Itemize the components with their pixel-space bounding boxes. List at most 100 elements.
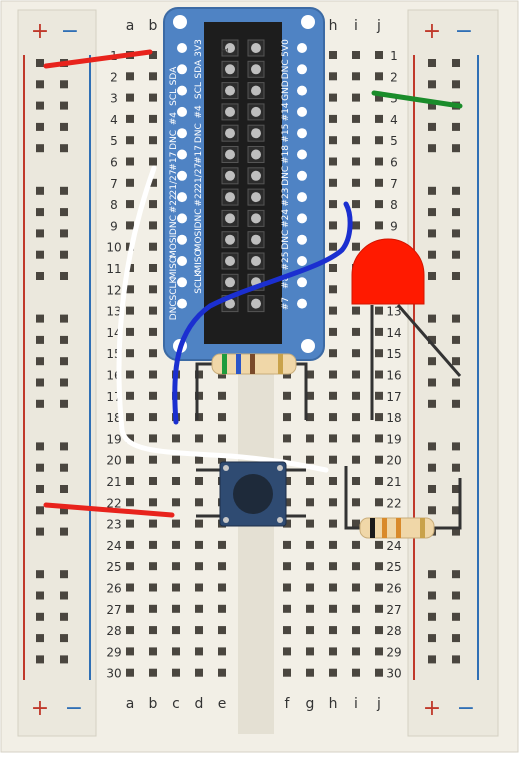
row-label-right: 29 — [386, 645, 401, 659]
cobbler-label-left: SCL — [169, 89, 179, 106]
green-wire — [371, 90, 463, 109]
header-pin — [225, 128, 235, 139]
breadboard-hole — [329, 413, 337, 422]
cobbler-label-inner-left: DNC — [194, 208, 204, 228]
breadboard-hole — [329, 626, 337, 635]
breadboard-hole — [126, 72, 134, 81]
cobbler-label-inner-left: SCL — [194, 82, 204, 99]
row-label-right: 30 — [386, 667, 401, 681]
button-corner-1 — [223, 465, 229, 471]
breadboard-hole — [126, 136, 134, 145]
row-label-left: 30 — [106, 667, 121, 681]
breadboard-hole — [329, 221, 337, 230]
cobbler-pin — [177, 170, 187, 181]
breadboard-hole — [172, 668, 180, 677]
rail-hole — [428, 272, 436, 280]
cobbler-label-left: DNC — [169, 130, 179, 150]
breadboard-hole — [195, 647, 203, 656]
breadboard-hole — [329, 264, 337, 272]
breadboard-hole — [149, 519, 157, 528]
header-pin — [251, 43, 261, 53]
rail-hole — [60, 80, 68, 89]
rail-hole — [36, 634, 44, 643]
breadboard-hole — [352, 157, 360, 166]
breadboard-hole — [352, 498, 360, 507]
breadboard-hole — [375, 647, 383, 656]
rail-minus-bottom-left: − — [65, 696, 83, 721]
breadboard-hole — [149, 285, 157, 294]
rail-hole — [36, 570, 44, 579]
rail-plus-top-right: + — [423, 19, 441, 44]
breadboard-hole — [218, 562, 226, 571]
breadboard-hole — [283, 434, 291, 443]
breadboard-hole — [149, 200, 157, 209]
rail-hole — [428, 80, 436, 89]
breadboard-hole — [126, 306, 134, 315]
cobbler-label-inner-left: #17 — [194, 145, 204, 164]
rail-hole — [36, 527, 44, 536]
led-dome — [351, 238, 425, 305]
breadboard-hole — [352, 391, 360, 400]
header-pin — [251, 170, 261, 181]
breadboard-hole — [195, 370, 203, 379]
breadboard-hole — [375, 114, 383, 123]
rail-hole — [428, 186, 436, 195]
breadboard-hole — [172, 604, 180, 613]
cobbler-label-left: SDA — [169, 66, 179, 85]
resistor-2-lead-left — [344, 466, 360, 530]
breadboard-hole — [375, 477, 383, 485]
breadboard-hole — [329, 327, 337, 336]
cobbler-label-left: SCLK — [169, 276, 179, 300]
breadboard-hole — [329, 540, 337, 549]
breadboard-hole — [283, 455, 291, 464]
row-label-right: 1 — [390, 49, 398, 63]
cobbler-pin-labels: SDASCL#4DNC#1721/27#22DNCMOSIMISOSCLKDNC… — [169, 39, 291, 320]
rail-hole — [60, 335, 68, 344]
breadboard-hole — [283, 391, 291, 400]
breadboard-hole — [329, 93, 337, 102]
rail-hole — [428, 463, 436, 472]
row-label-left: 8 — [110, 198, 118, 212]
breadboard-hole — [283, 583, 291, 592]
cobbler-pin — [297, 192, 307, 203]
row-label-right: 9 — [390, 219, 398, 233]
breadboard-hole — [126, 349, 134, 358]
header-pins — [221, 39, 265, 313]
column-label: c — [172, 696, 180, 712]
cobbler-label-inner-left: 3V3 — [194, 39, 204, 57]
breadboard-hole — [172, 562, 180, 571]
header-pin — [225, 256, 235, 266]
breadboard-hole — [218, 455, 226, 464]
header-pin — [251, 213, 261, 224]
row-label-right: 4 — [390, 113, 398, 127]
cobbler-label-left: 21/27 — [169, 170, 179, 196]
breadboard-hole — [149, 668, 157, 677]
rail-hole — [60, 144, 68, 153]
breadboard-hole — [283, 413, 291, 422]
white-wire — [116, 165, 329, 473]
rail-hole — [36, 655, 44, 664]
row-labels: 1122334455667788991010111112121313141415… — [106, 49, 401, 681]
row-label-right: 19 — [386, 432, 401, 446]
breadboard-hole — [375, 626, 383, 635]
breadboard-hole — [149, 93, 157, 102]
breadboard-hole — [149, 264, 157, 272]
breadboard-hole — [149, 540, 157, 549]
resistor-2 — [344, 466, 462, 539]
row-label-left: 11 — [106, 262, 121, 276]
cobbler-label-left: #4 — [169, 112, 179, 126]
breadboard-hole — [195, 519, 203, 528]
cobbler-pin — [297, 256, 307, 266]
breadboard-hole — [352, 306, 360, 315]
breadboard-hole — [306, 498, 314, 507]
rail-hole — [60, 122, 68, 131]
breadboard-hole — [375, 178, 383, 187]
rail-hole — [428, 506, 436, 515]
button-corner-4 — [277, 517, 283, 523]
breadboard-hole — [352, 668, 360, 677]
breadboard-hole — [218, 626, 226, 635]
rail-minus-bottom-right: − — [457, 696, 475, 721]
row-label-left: 23 — [106, 518, 121, 532]
breadboard-hole — [352, 540, 360, 549]
rail-hole — [36, 612, 44, 621]
